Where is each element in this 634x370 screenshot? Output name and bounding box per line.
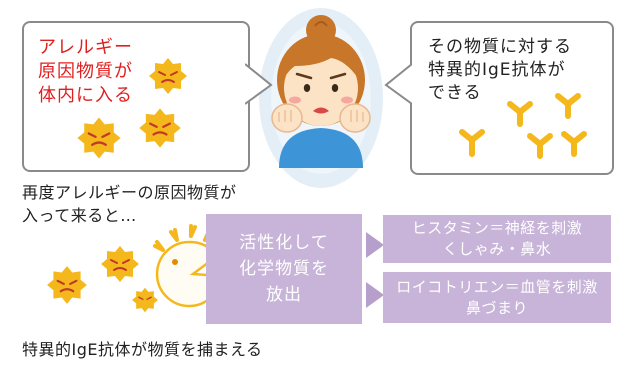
mediator-release-box: 活性化して 化学物質を 放出 [206,214,362,324]
worried-girl-illustration [271,15,371,168]
right-bubble-text: その物質に対する 特異的IgE抗体が できる [428,37,572,103]
allergen-particle-icon [139,108,181,148]
right-bubble-tail [384,63,412,105]
allergen-particle-icon [132,287,158,313]
allergen-particle-icon [77,117,121,159]
leukotriene-box: ロイコトリエン＝血管を刺激 鼻づまり [383,272,611,323]
arrow-right-icon [366,232,384,258]
allergen-particle-icon [149,58,187,94]
left-bubble-text: アレルギー 原因物質が 体内に入る [38,37,133,106]
antibody-group-icon [459,93,587,159]
reexposure-caption: 再度アレルギーの原因物質が 入って来ると… [22,183,237,225]
left-speech-bubble [22,21,250,172]
allergen-particle-icon [47,266,87,304]
antibody-capture-caption: 特異的IgE抗体が物質を捕まえる [22,340,263,359]
arrow-right-icon [366,282,384,308]
allergen-particle-icon [101,246,139,282]
left-bubble-tail [245,63,273,105]
histamine-box: ヒスタミン＝神経を刺激 くしゃみ・鼻水 [383,215,611,263]
